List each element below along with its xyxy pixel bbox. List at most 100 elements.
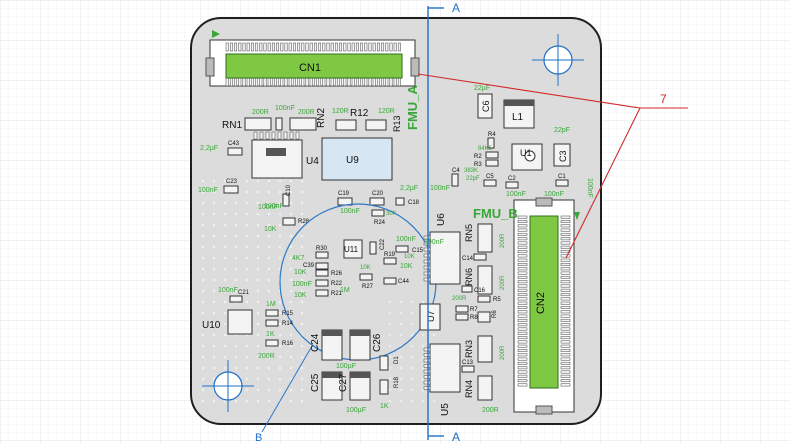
svg-text:R8: R8 <box>470 315 478 321</box>
pin-pad <box>517 293 528 297</box>
svg-text:RN5: RN5 <box>464 224 474 242</box>
svg-text:C6: C6 <box>481 100 491 112</box>
pin-pad <box>517 340 528 344</box>
inductor-l1: L1 <box>503 99 535 129</box>
cn2-pins-right <box>560 215 571 387</box>
pin-pad <box>271 77 275 87</box>
pin-pad <box>560 301 571 305</box>
pin-pad <box>423 369 431 374</box>
pin-pad <box>517 250 528 254</box>
pin-pad <box>347 42 351 52</box>
pin-pad <box>423 265 431 270</box>
pin-pad <box>517 331 528 335</box>
pin-pad <box>339 77 343 87</box>
svg-text:RN3: RN3 <box>464 340 474 358</box>
pin-pad <box>376 77 380 87</box>
svg-text:200R: 200R <box>452 296 467 302</box>
capacitor-c16: C16 200R <box>452 285 486 302</box>
pin-pad <box>289 131 294 140</box>
pin-pad <box>246 42 250 52</box>
ic-u6: U6 100nF <box>423 213 461 285</box>
pin-pad <box>330 77 334 87</box>
pin-pad <box>560 374 571 378</box>
pin-pad <box>225 77 229 87</box>
pin-pad <box>343 77 347 87</box>
svg-text:C24: C24 <box>310 333 321 352</box>
pin-pad <box>276 42 280 52</box>
pin-pad <box>255 42 259 52</box>
capacitor-c44: C44 <box>383 277 410 285</box>
detail-label-b: B <box>255 432 262 444</box>
value-c1-side: 100nF <box>586 178 593 198</box>
pin-pad <box>397 77 401 87</box>
pin-pad <box>560 336 571 340</box>
svg-text:R7: R7 <box>470 307 478 313</box>
svg-text:R14: R14 <box>282 321 294 327</box>
pin-pad <box>560 357 571 361</box>
resistor-r28: R28 10K <box>264 217 310 233</box>
svg-text:R28: R28 <box>298 219 310 225</box>
pin-pad <box>517 228 528 232</box>
pin-pad <box>560 353 571 357</box>
svg-text:RN1: RN1 <box>222 120 242 131</box>
svg-text:200R: 200R <box>500 345 506 360</box>
pin-pad <box>560 228 571 232</box>
resistor-r27: R27 1M 10K <box>340 265 374 294</box>
pin-pad <box>309 42 313 52</box>
u4-pins <box>253 131 300 140</box>
pin-pad <box>339 42 343 52</box>
pin-pad <box>250 77 254 87</box>
svg-text:1M: 1M <box>266 301 276 308</box>
pin-pad <box>517 318 528 322</box>
capacitor-c4: C4 100nF <box>430 168 460 192</box>
svg-text:R5: R5 <box>493 297 501 303</box>
pin-pad <box>364 42 368 52</box>
pin-pad <box>259 42 263 52</box>
diode-d1: D1 <box>379 355 400 371</box>
cn1-pins-top <box>225 42 401 52</box>
pin-pad <box>517 374 528 378</box>
resistor-network-rn4: RN4 200R <box>464 375 499 414</box>
pin-pad <box>229 42 233 52</box>
pin-pad <box>301 42 305 52</box>
capacitor-c2: C2 100nF <box>505 176 526 198</box>
svg-text:R21: R21 <box>331 291 343 297</box>
capacitor-c3: C3 <box>553 143 571 167</box>
pin-pad <box>560 379 571 383</box>
svg-text:2,2µF: 2,2µF <box>400 185 418 192</box>
svg-text:84K5: 84K5 <box>478 146 493 152</box>
u5-pins <box>423 347 431 390</box>
pin-pad <box>389 77 393 87</box>
pin-pad <box>263 77 267 87</box>
cn2-label: CN2 <box>535 292 547 314</box>
capacitor-c23: C23 100nF <box>198 179 239 194</box>
svg-text:2,2µF: 2,2µF <box>200 145 218 152</box>
pin-pad <box>334 77 338 87</box>
svg-text:C1: C1 <box>558 174 566 180</box>
pin-pad <box>355 77 359 87</box>
value-c27: 100µF <box>346 407 366 414</box>
pin-pad <box>517 361 528 365</box>
pin-pad <box>423 364 431 368</box>
svg-text:100nF: 100nF <box>198 187 218 194</box>
resistor-r16: R16 200R <box>258 339 294 360</box>
value-r19b: 10K <box>404 254 415 260</box>
resistor-r15: R15 1M <box>265 301 294 317</box>
pin-pad <box>517 280 528 284</box>
svg-text:U1: U1 <box>520 148 532 158</box>
resistor-r30: R30 <box>315 246 329 259</box>
resistor-network-rn6: RN6 200R <box>464 265 506 295</box>
resistor-network-rn3: RN3 200R <box>464 335 506 363</box>
svg-text:R30: R30 <box>316 246 328 252</box>
pin-pad <box>271 131 276 140</box>
svg-text:R16: R16 <box>282 341 294 347</box>
pin-pad <box>560 258 571 262</box>
svg-text:C27: C27 <box>338 373 349 392</box>
pin-pad <box>517 297 528 301</box>
svg-text:R12: R12 <box>350 108 369 119</box>
pin-pad <box>560 284 571 288</box>
svg-text:30K: 30K <box>386 211 397 217</box>
svg-text:10K: 10K <box>294 269 307 276</box>
pin-pad <box>381 77 385 87</box>
